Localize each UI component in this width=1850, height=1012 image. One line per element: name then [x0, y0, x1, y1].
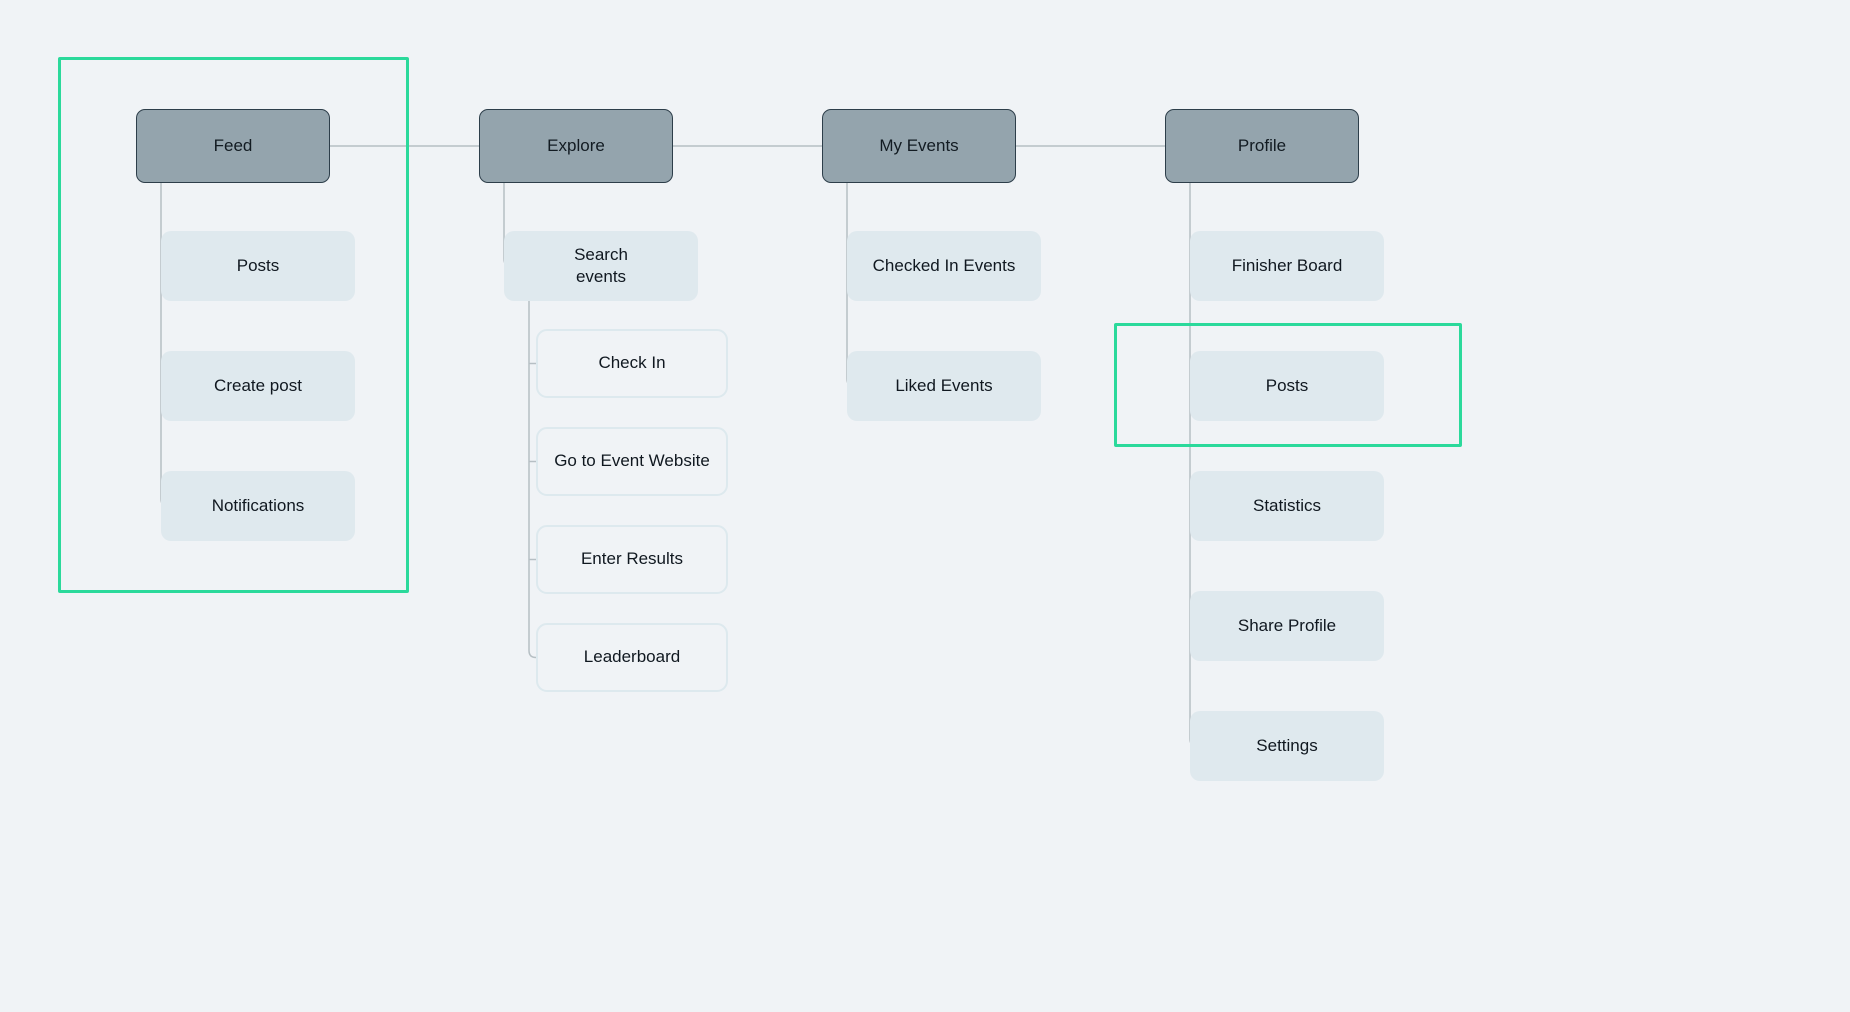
node-label: Notifications — [211, 495, 305, 515]
node-posts-feed[interactable]: Posts — [161, 231, 355, 301]
node-settings[interactable]: Settings — [1190, 711, 1384, 781]
node-label: Profile — [1237, 135, 1287, 155]
node-label: Explore — [547, 135, 605, 155]
node-notifications[interactable]: Notifications — [161, 471, 355, 541]
node-label: My Events — [879, 135, 959, 155]
node-enter-results[interactable]: Enter Results — [536, 525, 728, 594]
node-label: Feed — [213, 135, 253, 155]
node-label: Go to Event Website — [554, 451, 710, 471]
node-create-post[interactable]: Create post — [161, 351, 355, 421]
node-go-to-website[interactable]: Go to Event Website — [536, 427, 728, 496]
node-feed[interactable]: Feed — [136, 109, 330, 183]
node-posts-profile[interactable]: Posts — [1190, 351, 1384, 421]
node-label: Liked Events — [895, 375, 993, 395]
node-label: Settings — [1256, 735, 1318, 755]
node-label: Statistics — [1252, 495, 1322, 515]
node-checked-in[interactable]: Checked In Events — [847, 231, 1041, 301]
node-label: Checked In Events — [872, 255, 1016, 275]
node-statistics[interactable]: Statistics — [1190, 471, 1384, 541]
node-label: Create post — [214, 375, 302, 395]
node-label: Posts — [1265, 375, 1309, 395]
node-label: Share Profile — [1237, 615, 1337, 635]
node-profile[interactable]: Profile — [1165, 109, 1359, 183]
node-label: Check In — [598, 353, 666, 373]
node-check-in[interactable]: Check In — [536, 329, 728, 398]
node-search-events[interactable]: Search events — [504, 231, 698, 301]
node-explore[interactable]: Explore — [479, 109, 673, 183]
connector-line — [528, 301, 537, 659]
node-leaderboard[interactable]: Leaderboard — [536, 623, 728, 692]
node-liked-events[interactable]: Liked Events — [847, 351, 1041, 421]
node-label: Finisher Board — [1231, 255, 1343, 275]
node-label: Enter Results — [580, 549, 684, 569]
node-finisher-board[interactable]: Finisher Board — [1190, 231, 1384, 301]
node-my-events[interactable]: My Events — [822, 109, 1016, 183]
node-label: Posts — [236, 255, 280, 275]
node-label: Search events — [574, 244, 628, 286]
node-label: Leaderboard — [583, 647, 681, 667]
node-share-profile[interactable]: Share Profile — [1190, 591, 1384, 661]
